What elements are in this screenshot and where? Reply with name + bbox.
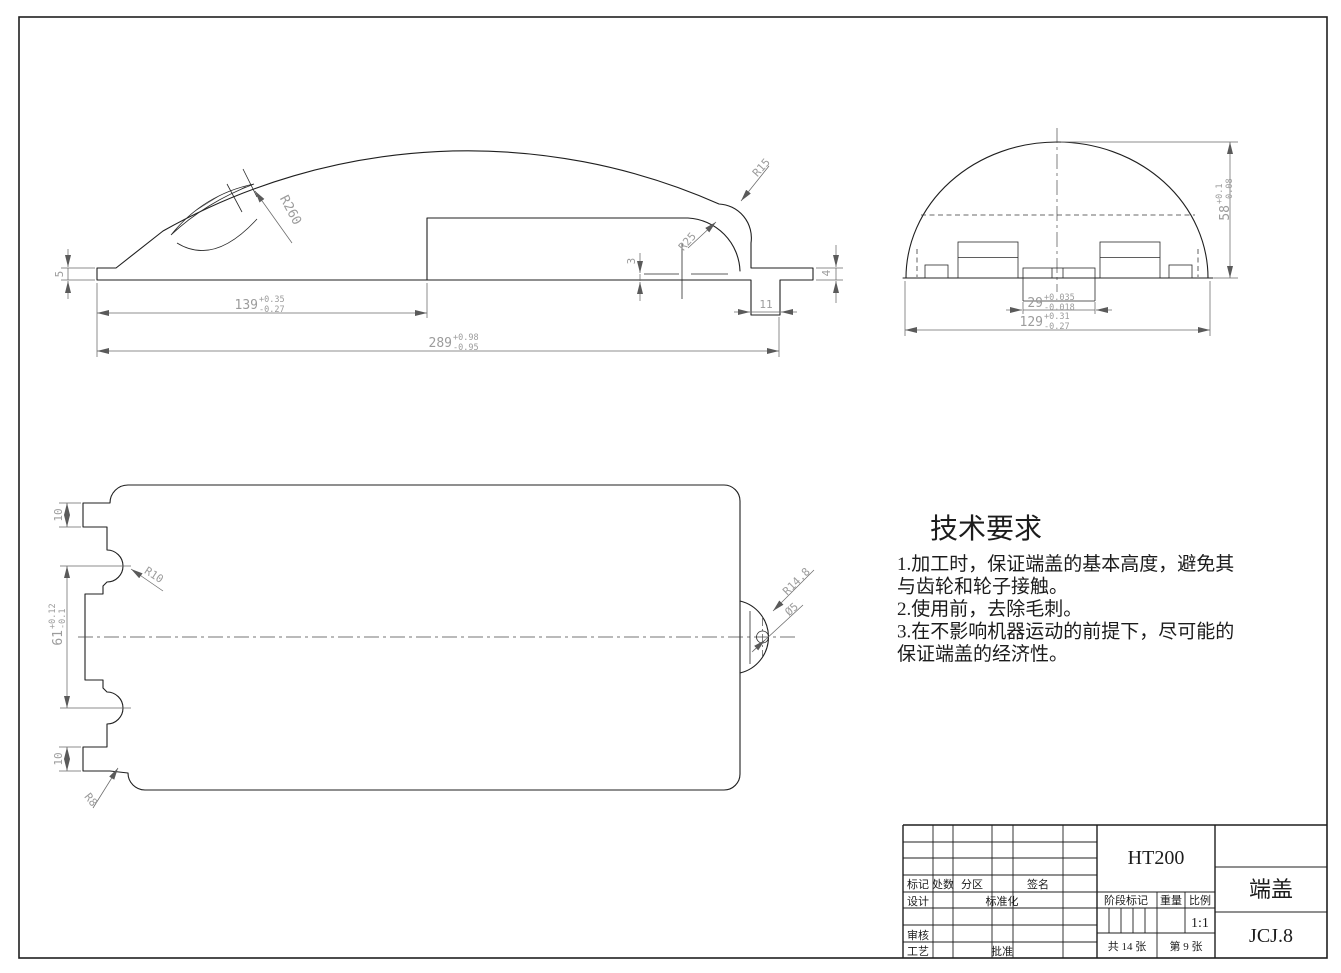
dim-289-upper-tol: +0.98 [453,333,479,343]
dim-4: 4 [816,245,843,303]
title-block-label-scale: 比例 [1189,893,1211,907]
title-block-part-name: 端盖 [1249,877,1293,902]
r260-tick-marks [226,168,258,213]
tech-requirements-line: 2.使用前，去除毛刺。 [897,598,1082,620]
section-detail-arc [176,218,258,251]
title-block-label-count: 处数 [932,878,954,891]
section-hatched-lens [170,183,255,236]
dim-5: 5 [53,249,95,299]
dim-r260: R260 [254,190,304,244]
dim-29-value: 29 [1027,296,1043,311]
dim-r15-text: R15 [750,156,773,179]
title-block-label-weight: 重量 [1160,893,1182,907]
front-inner-blocks [924,241,1193,302]
tech-requirements-line: 与齿轮和轮子接触。 [897,576,1068,598]
dim-3: 3 [625,253,643,301]
dim-129-lower-tol: -0.27 [1044,322,1070,332]
section-inner-profile [426,217,741,281]
dim-58-lower-tol: -0.08 [1225,178,1235,204]
title-block-label-check: 审核 [907,928,929,942]
dim-139-upper-tol: +0.35 [259,295,285,305]
title-block-label-stage-mark: 阶段标记 [1104,893,1148,907]
plan-outline [82,484,741,791]
tech-requirements-line: 1.加工时，保证端盖的基本高度，避免其 [897,553,1234,575]
title-block-label-approve: 批准 [991,944,1013,958]
front-view: 58 +0.1 -0.08 29 +0.035 -0.018 129 +0.31… [902,128,1238,336]
title-block-label-standardize: 标准化 [986,894,1019,908]
dim-r10: R10 [130,564,166,592]
dim-58: 58 +0.1 -0.08 [1061,141,1238,279]
title-block-label-mark: 标记 [907,877,929,891]
title-block-total-sheets: 共 14 张 [1108,940,1147,953]
title-block-label-process: 工艺 [907,945,929,958]
section-outer-profile [96,150,814,316]
dim-r14-8-text: R14.8 [780,565,813,598]
dim-61-value: 61 [51,630,66,646]
dim-61-lower-tol: -0.1 [58,609,68,629]
title-block-sheet-number: 第 9 张 [1170,939,1203,953]
dim-r260-text: R260 [276,193,304,228]
dim-r25: R25 [676,221,717,253]
dim-11-text: 11 [759,298,772,311]
dim-11: 11 [734,298,797,315]
tech-requirements-line: 3.在不影响机器运动的前提下，尽可能的 [897,621,1234,643]
tech-requirements-line: 保证端盖的经济性。 [897,643,1068,665]
dim-139-value: 139 [235,298,258,313]
dim-129-value: 129 [1020,315,1043,330]
dim-58-upper-tol: +0.1 [1215,184,1225,204]
tech-requirements-title: 技术要求 [930,513,1042,545]
dim-29: 29 +0.035 -0.018 [1006,293,1112,314]
title-block-drawing-number: JCJ.8 [1249,925,1293,947]
dim-r8-text: R8 [82,791,100,809]
dim-58-value: 58 [1218,205,1233,221]
title-block-scale-value: 1:1 [1191,916,1209,931]
section-view: R260 R15 R25 5 3 [53,150,843,357]
dim-10-bottom: 10 [52,746,81,772]
dim-dia5-text: Ø5 [782,600,801,619]
dim-dia5: Ø5 [751,600,804,653]
dim-5-text: 5 [53,271,66,278]
dim-10-top: 10 [52,502,81,528]
title-block: 标记 处数 分区 签名 设计 标准化 审核 工艺 批准 HT200 阶段标记 重… [902,824,1327,958]
tech-requirements: 技术要求 1.加工时，保证端盖的基本高度，避免其 与齿轮和轮子接触。 2.使用前… [897,513,1234,665]
title-block-label-zone: 分区 [961,878,983,891]
dim-29-upper-tol: +0.035 [1044,293,1075,303]
dim-139-lower-tol: -0.27 [259,305,285,315]
dim-61-upper-tol: +0.12 [48,603,58,629]
plan-view: 10 10 61 +0.12 -0.1 R10 R8 [48,484,815,809]
dim-289-lower-tol: -0.95 [453,343,479,353]
dim-29-lower-tol: -0.018 [1044,303,1075,313]
dim-10-bottom-text: 10 [52,752,65,765]
dim-r10-text: R10 [142,564,166,586]
dim-289: 289 +0.98 -0.95 [96,317,780,357]
dim-61: 61 +0.12 -0.1 [48,565,131,709]
dim-r15: R15 [740,156,773,202]
title-block-label-sign: 签名 [1027,877,1049,891]
dim-129: 129 +0.31 -0.27 [904,281,1211,336]
title-block-material: HT200 [1128,847,1185,869]
dim-289-value: 289 [429,336,452,351]
title-block-label-design: 设计 [907,895,929,908]
dim-r25-text: R25 [676,230,699,253]
dim-3-text: 3 [625,258,638,265]
dim-129-upper-tol: +0.31 [1044,312,1070,322]
front-hidden-lines [916,214,1199,277]
dim-4-text: 4 [820,269,833,276]
dim-10-top-text: 10 [52,508,65,521]
dim-139: 139 +0.35 -0.27 [96,283,428,320]
sheet-border [18,16,1328,959]
dim-r8: R8 [82,767,119,809]
